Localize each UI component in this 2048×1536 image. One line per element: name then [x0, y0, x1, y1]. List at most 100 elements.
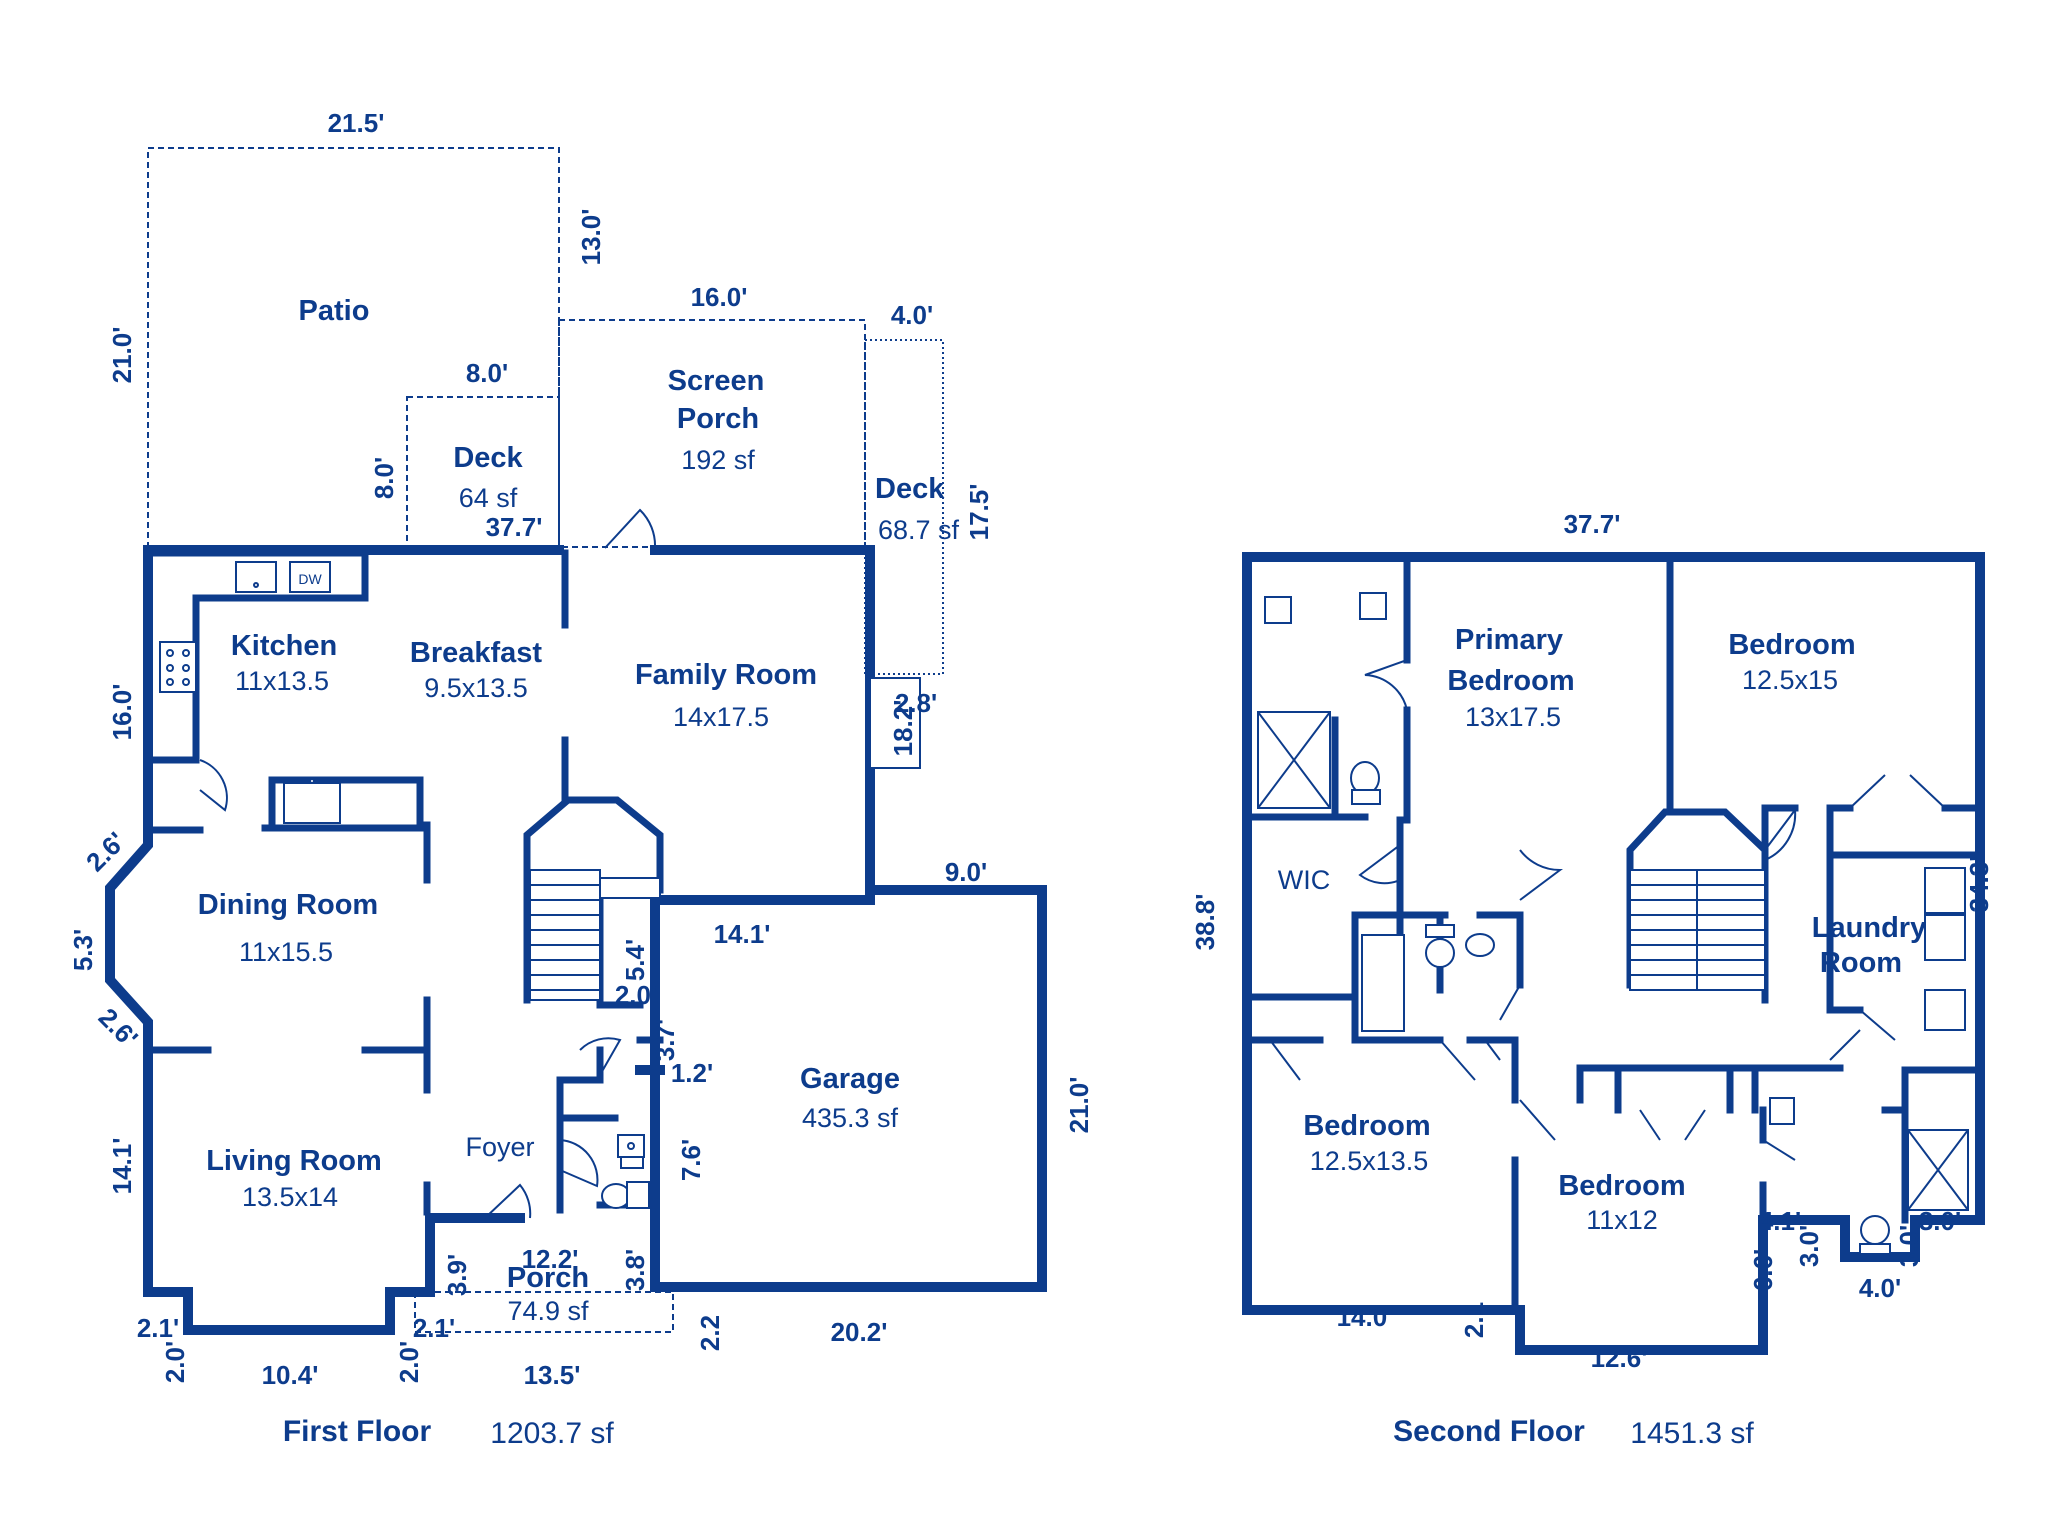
bedroom-ne-size: 12.5x15 — [1742, 665, 1838, 695]
dim-deck-top: 8.0' — [466, 358, 508, 388]
dim-stair-b: 2.0' — [615, 980, 657, 1010]
primary-bath-fixtures — [1257, 592, 1387, 809]
second-floor-area: 1451.3 sf — [1630, 1417, 1754, 1450]
dim-notch-bottom: 4.0' — [1859, 1273, 1901, 1303]
dim-porch-side: 2.2 — [695, 1315, 725, 1351]
primary-bath-door — [1364, 659, 1408, 711]
first-floor-area: 1203.7 sf — [490, 1417, 614, 1450]
patio-label: Patio — [299, 295, 370, 327]
porch-outline — [414, 1291, 674, 1333]
garage-entry-door — [579, 1037, 622, 1076]
laundry-fixtures — [1924, 867, 1966, 1031]
screen-porch-label-2: Porch — [677, 403, 759, 435]
dim-side-deck-right: 17.5' — [964, 484, 994, 541]
room-labels: Patio Deck 64 sf Screen Porch 192 sf Dec… — [198, 295, 960, 1326]
screen-porch-door — [604, 508, 657, 549]
dim-garage-top: 14.1' — [714, 919, 771, 949]
shower-bath-fixtures — [1769, 1097, 1969, 1255]
dim-deck-left: 8.0' — [369, 457, 399, 499]
shower-bath-wall — [1881, 1066, 1909, 1224]
bedroom-ne-closet-doors — [1849, 774, 1946, 809]
front-door — [484, 1183, 532, 1219]
dim-living-left: 14.1' — [107, 1138, 137, 1195]
hall-bath-fixtures — [1361, 924, 1495, 1032]
second-floor-exterior-wall — [1242, 552, 1985, 1355]
second-floor-dimensions: 37.7' 38.8' 34.3' 14.0' 2.1 12.6' 4.1' 3… — [1190, 509, 1994, 1373]
deck-size: 64 sf — [459, 483, 518, 513]
breakfast-size: 9.5x13.5 — [424, 673, 528, 703]
garage-label: Garage — [800, 1063, 900, 1095]
kitchen-size: 11x13.5 — [235, 666, 329, 696]
second-floor-plan: Primary Bedroom 13x17.5 Bedroom 12.5x15 … — [1190, 509, 1994, 1450]
dim-stair-a: 5.4' — [620, 939, 650, 981]
dim-porch-right: 3.8' — [620, 1249, 650, 1291]
dim-bath-side: 7.6' — [676, 1139, 706, 1181]
porch-size: 74.9 sf — [507, 1296, 589, 1326]
bedroom-ne-bottom-wall — [1761, 804, 1984, 859]
first-floor-plan: DW — [68, 108, 1094, 1450]
dim-bath-top: 1.2' — [671, 1058, 713, 1088]
dim-house-top: 37.7' — [486, 512, 543, 542]
dim-stair-c: 3.7' — [650, 1019, 680, 1061]
patio-door — [429, 547, 526, 554]
kitchen-sink-icon — [235, 561, 277, 593]
dim-patio-right: 13.0' — [576, 209, 606, 266]
laundry-label-2: Room — [1820, 947, 1902, 979]
primary-bedroom-label-1: Primary — [1455, 624, 1563, 656]
laundry-label-1: Laundry — [1812, 912, 1926, 944]
family-room-label: Family Room — [635, 659, 817, 691]
garage-size: 435.3 sf — [802, 1103, 899, 1133]
second-floor-room-labels: Primary Bedroom 13x17.5 Bedroom 12.5x15 … — [1278, 624, 1926, 1235]
wic-door — [1358, 844, 1401, 885]
shower-bath-door — [1762, 1139, 1796, 1161]
dim-screen-top: 16.0' — [691, 282, 748, 312]
deck-outline — [406, 396, 560, 548]
bedroom-s-label: Bedroom — [1558, 1170, 1685, 1202]
deck-label: Deck — [453, 442, 523, 474]
primary-bath-wall — [1396, 553, 1411, 919]
dim-living-bottom: 10.4' — [262, 1360, 319, 1390]
fireplace-icon — [869, 677, 921, 769]
dishwasher-label: DW — [298, 571, 322, 587]
dim-porch-top: 12.2' — [522, 1244, 579, 1274]
dim-notch-b: 3.0' — [1794, 1225, 1824, 1267]
dim-garage-right: 21.0' — [1064, 1077, 1094, 1134]
dim-notch-d: 3.0' — [1919, 1206, 1961, 1236]
screen-porch-size: 192 sf — [681, 445, 755, 475]
screen-porch-label-1: Screen — [668, 365, 765, 397]
living-room-size: 13.5x14 — [242, 1182, 338, 1212]
range-icon — [159, 641, 197, 693]
dim-side-deck-top: 4.0' — [891, 300, 933, 330]
dim-porch-left: 3.9' — [442, 1254, 472, 1296]
second-floor-title: Second Floor — [1393, 1415, 1585, 1448]
bedroom-sw-size: 12.5x13.5 — [1310, 1146, 1429, 1176]
primary-bedroom-label-2: Bedroom — [1447, 665, 1574, 697]
dim-bottom-left-b: 2.0' — [160, 1341, 190, 1383]
hall-doors — [1484, 984, 1521, 1061]
side-deck-size: 68.7 sf — [878, 515, 960, 545]
dim-bottom-mid-b: 2.0' — [394, 1341, 424, 1383]
powder-room-wall — [556, 1046, 659, 1214]
island-sink-icon — [283, 778, 341, 824]
primary-bedroom-door — [1519, 849, 1563, 901]
porch-label: Porch — [507, 1262, 589, 1294]
first-floor-stairs — [529, 869, 661, 1001]
side-deck-label: Deck — [875, 473, 945, 505]
dim-notch-a: 4.1' — [1759, 1206, 1801, 1236]
powder-room-door — [559, 1139, 599, 1188]
first-floor-title: First Floor — [283, 1415, 432, 1448]
dim-second-bottom-mid: 12.6' — [1591, 1343, 1648, 1373]
laundry-door — [1829, 1009, 1896, 1061]
dim-bay-mid: 5.3' — [68, 929, 98, 971]
dim-garage-top-right: 9.0' — [945, 857, 987, 887]
bedroom-ne-label: Bedroom — [1728, 629, 1855, 661]
stair-enclosure — [523, 796, 664, 1004]
dim-garage-bottom: 20.2' — [831, 1317, 888, 1347]
side-deck-outline — [864, 339, 944, 675]
dim-kitchen-left: 16.0' — [107, 684, 137, 741]
wic-bottom-wall — [1243, 993, 1359, 1044]
dining-room-size: 11x15.5 — [239, 937, 333, 967]
bedroom-s-doors — [1519, 1099, 1706, 1141]
dim-notch-side: 6.6' — [1748, 1249, 1778, 1291]
